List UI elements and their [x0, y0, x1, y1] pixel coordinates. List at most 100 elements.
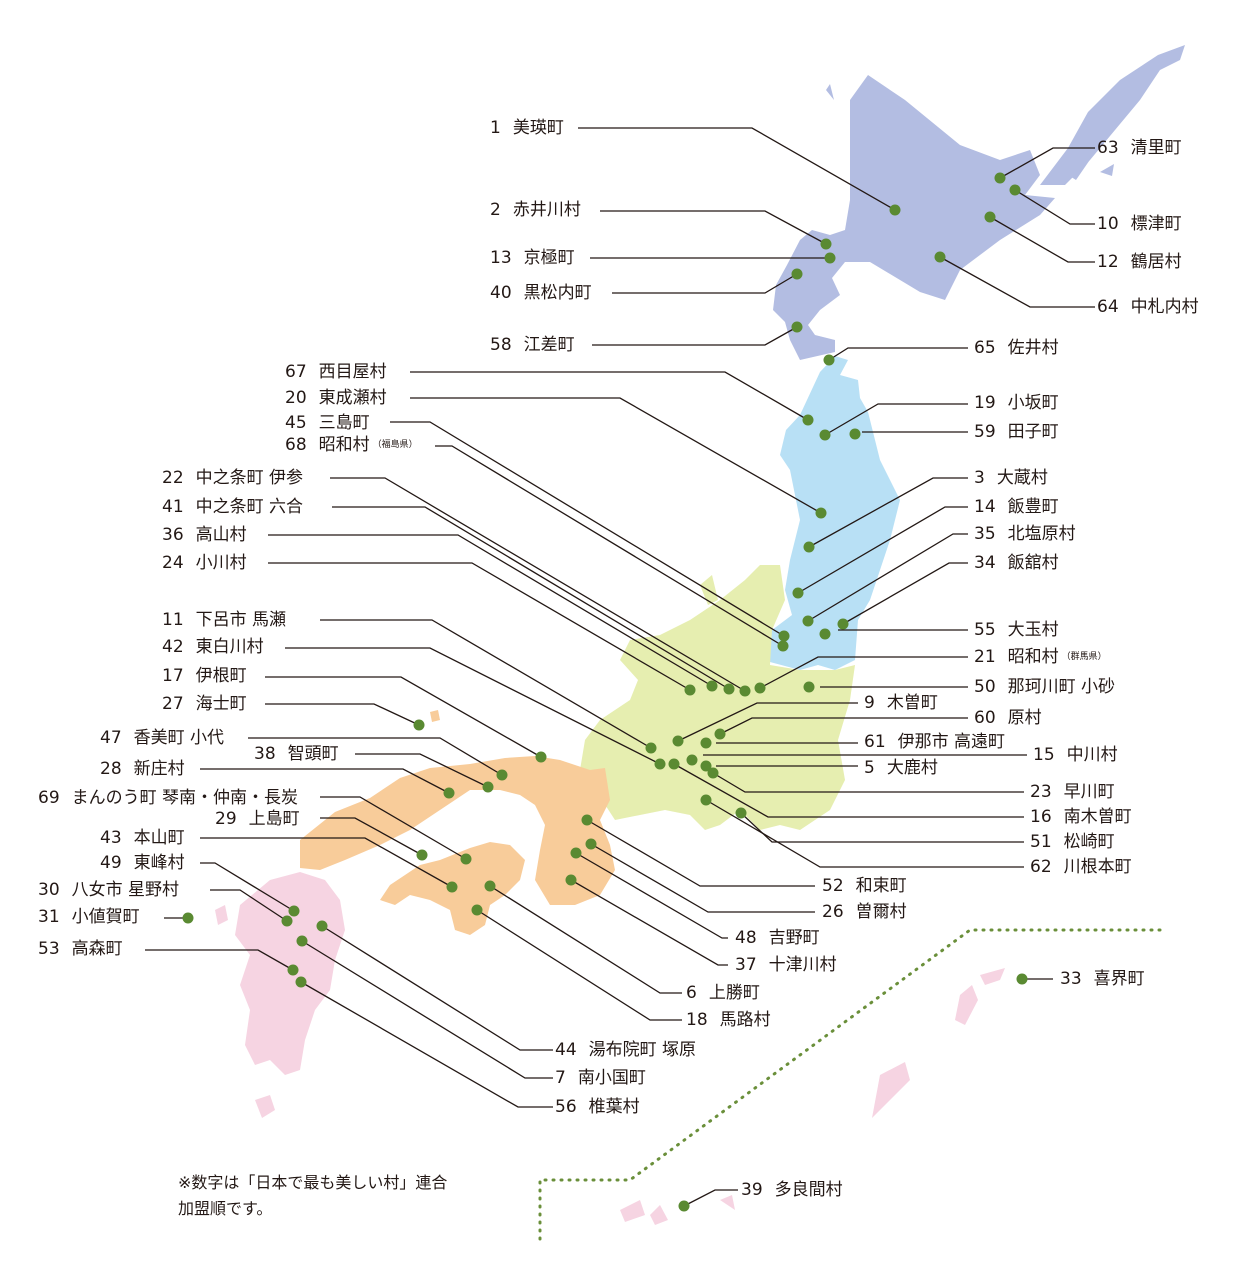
village-marker-icon[interactable]	[295, 976, 307, 988]
village-marker-icon[interactable]	[889, 204, 901, 216]
village-marker-icon[interactable]	[824, 252, 836, 264]
village-marker-icon[interactable]	[849, 428, 861, 440]
village-marker-icon[interactable]	[707, 767, 719, 779]
village-marker-icon[interactable]	[484, 880, 496, 892]
village-marker-icon[interactable]	[565, 874, 577, 886]
village-marker-icon[interactable]	[803, 541, 815, 553]
village-marker-icon[interactable]	[416, 849, 428, 861]
village-marker-icon[interactable]	[1009, 184, 1021, 196]
village-marker-icon[interactable]	[443, 787, 455, 799]
village-marker-icon[interactable]	[471, 904, 483, 916]
village-marker-icon[interactable]	[791, 321, 803, 333]
village-marker-icon[interactable]	[281, 915, 293, 927]
village-marker-icon[interactable]	[654, 758, 666, 770]
village-marker-icon[interactable]	[581, 814, 593, 826]
village-marker-icon[interactable]	[819, 628, 831, 640]
village-marker-icon[interactable]	[482, 781, 494, 793]
village-marker-icon[interactable]	[570, 847, 582, 859]
village-marker-icon[interactable]	[535, 751, 547, 763]
village-marker-icon[interactable]	[460, 853, 472, 865]
village-marker-icon[interactable]	[778, 630, 790, 642]
village-marker-icon[interactable]	[754, 682, 766, 694]
village-marker-icon[interactable]	[700, 760, 712, 772]
village-marker-icon[interactable]	[819, 429, 831, 441]
village-marker-icon[interactable]	[182, 912, 194, 924]
village-marker-icon[interactable]	[672, 735, 684, 747]
village-marker-icon[interactable]	[820, 238, 832, 250]
village-marker-icon[interactable]	[802, 414, 814, 426]
village-marker-icon[interactable]	[837, 618, 849, 630]
village-marker-icon[interactable]	[815, 507, 827, 519]
village-marker-icon[interactable]	[792, 587, 804, 599]
village-marker-icon[interactable]	[496, 769, 508, 781]
village-marker-icon[interactable]	[413, 719, 425, 731]
village-marker-icon[interactable]	[316, 920, 328, 932]
village-marker-icon[interactable]	[739, 685, 751, 697]
village-marker-icon[interactable]	[791, 268, 803, 280]
village-marker-icon[interactable]	[735, 807, 747, 819]
village-marker-icon[interactable]	[288, 905, 300, 917]
village-marker-icon[interactable]	[678, 1200, 690, 1212]
village-marker-icon[interactable]	[668, 758, 680, 770]
village-marker-icon[interactable]	[714, 728, 726, 740]
village-marker-icon[interactable]	[1016, 973, 1028, 985]
village-marker-icon[interactable]	[802, 615, 814, 627]
village-marker-icon[interactable]	[994, 172, 1006, 184]
village-marker-icon[interactable]	[823, 354, 835, 366]
